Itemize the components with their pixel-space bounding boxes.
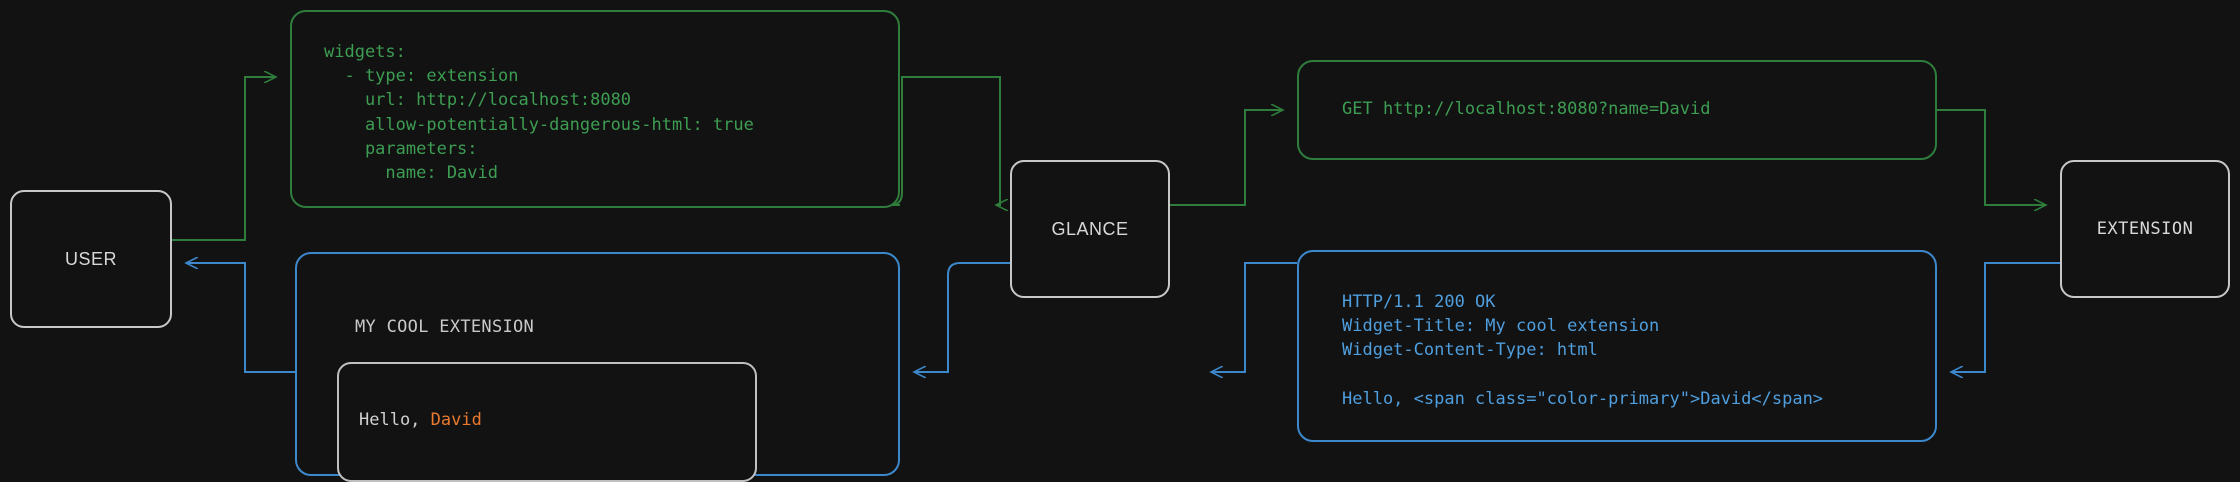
wire-response-to-glance [1211,262,1297,372]
widget-body-prefix: Hello, [359,410,431,430]
wire-config-to-glance [889,76,1000,205]
widget-body-accent: David [430,410,482,430]
node-extension-label: EXTENSION [2096,219,2194,239]
wire-glance-to-request [1170,110,1283,206]
panel-http-response: HTTP/1.1 200 OK Widget-Title: My cool ex… [1297,250,1937,442]
widget-content-box: Hello, David [337,362,757,482]
wire-widget-to-user [186,263,295,373]
node-glance[interactable]: GLANCE [1010,160,1170,298]
panel-http-request: GET http://localhost:8080?name=David [1297,60,1937,160]
widget-body-text: Hello, David [359,410,482,430]
wire-glance-to-widget [914,262,1010,372]
wire-user-to-config [172,77,276,241]
wire-request-to-extension [1937,109,2046,205]
node-user[interactable]: USER [10,190,172,328]
node-user-label: USER [64,248,117,269]
wire-extension-to-response [1951,262,2060,372]
node-extension[interactable]: EXTENSION [2060,160,2230,298]
http-response-code: HTTP/1.1 200 OK Widget-Title: My cool ex… [1342,292,1824,409]
widget-title: MY COOL EXTENSION [355,317,535,337]
panel-yaml-config: widgets: - type: extension url: http://l… [290,10,900,208]
http-request-code: GET http://localhost:8080?name=David [1342,99,1711,119]
node-glance-label: GLANCE [1051,218,1129,239]
panel-rendered-widget: MY COOL EXTENSION Hello, David [295,252,900,482]
yaml-config-code: widgets: - type: extension url: http://l… [324,42,754,184]
